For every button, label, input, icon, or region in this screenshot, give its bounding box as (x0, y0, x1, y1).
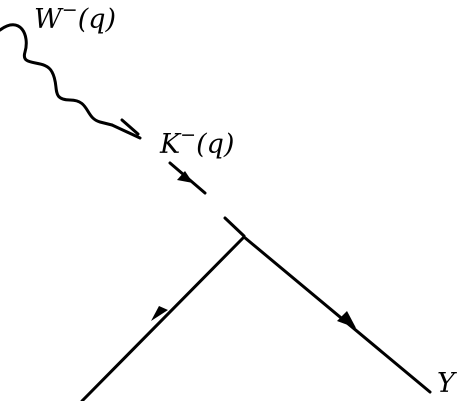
w-boson-wavy-tail (110, 123, 142, 140)
kaon-dash-segment-3 (223, 216, 246, 238)
incoming-fermion-arrow-icon (151, 306, 168, 321)
kaon-dash-segment-1 (120, 118, 140, 136)
outgoing-fermion-line (242, 235, 432, 394)
w-boson-wavy-line (0, 23, 114, 127)
incoming-fermion-line (80, 235, 246, 401)
kaon-label: K−(q) (159, 124, 234, 160)
kaon-arrow-icon (177, 171, 193, 183)
outgoing-y-label: Y (437, 368, 457, 399)
w-boson-label: W−(q) (34, 0, 116, 35)
outgoing-fermion-arrow-icon (337, 311, 356, 328)
